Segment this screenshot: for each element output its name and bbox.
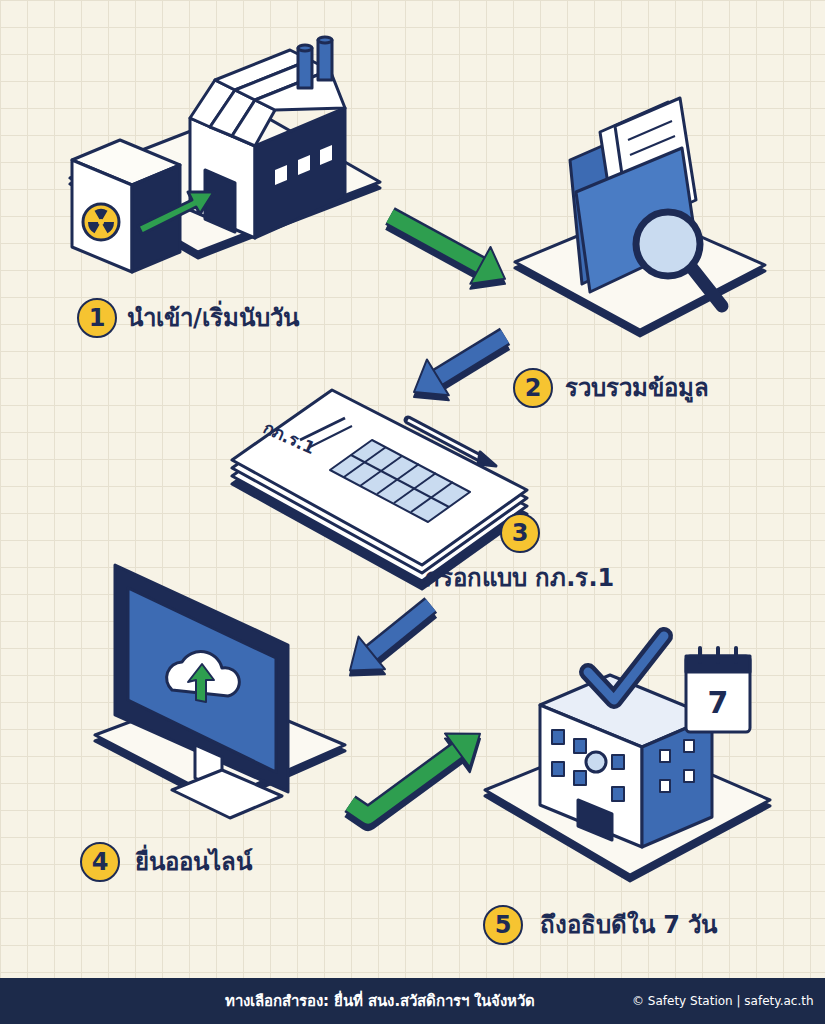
arrow-body bbox=[350, 748, 461, 816]
arrow-body bbox=[434, 336, 505, 379]
callout-number: 5 bbox=[483, 905, 523, 945]
flow-arrow bbox=[350, 733, 480, 821]
arrow-body bbox=[390, 216, 484, 267]
step-group: 1 นำเข้า/เริ่มนับวัน bbox=[60, 30, 390, 340]
arrow-outline bbox=[350, 748, 461, 816]
calendar-day: 7 bbox=[708, 685, 729, 720]
arrow-outline bbox=[369, 605, 431, 655]
step-label: นำเข้า/เริ่มนับวัน bbox=[127, 303, 299, 333]
footer-text: ทางเลือกสำรอง: ยื่นที่ สนง.สวัสดิการฯ ใน… bbox=[225, 989, 535, 1013]
arrow-head bbox=[414, 359, 449, 395]
arrow-head bbox=[350, 637, 385, 671]
footer-text: © Safety Station | safety.ac.th bbox=[632, 994, 814, 1008]
step-label: ถึงอธิบดีใน 7 วัน bbox=[540, 910, 717, 940]
step-group: 4 ยื่นออนไลน์ bbox=[75, 560, 350, 885]
step-group: 2 รวบรวมข้อมูล bbox=[505, 90, 770, 410]
arrow-outline bbox=[434, 336, 505, 379]
callout-number: 4 bbox=[80, 842, 120, 882]
flow-arrow bbox=[350, 605, 431, 676]
form-title: กภ.ร.1 bbox=[259, 414, 320, 461]
flow-arrow bbox=[390, 216, 505, 289]
arrow-body bbox=[369, 605, 431, 655]
arrow-outline bbox=[390, 216, 484, 267]
callout-number: 1 bbox=[77, 298, 117, 338]
arrow-head bbox=[470, 247, 505, 284]
arrow-head bbox=[445, 733, 480, 767]
flow-arrow bbox=[414, 336, 505, 400]
step-label: ยื่นออนไลน์ bbox=[135, 847, 252, 877]
footer-band: ทางเลือกสำรอง: ยื่นที่ สนง.สวัสดิการฯ ใน… bbox=[0, 978, 825, 1024]
step-label: รวบรวมข้อมูล bbox=[565, 373, 709, 403]
callout-number: 2 bbox=[513, 368, 553, 408]
step-group: 5 ถึงอธิบดีใน 7 วัน bbox=[480, 615, 775, 945]
step-label: กรอกแบบ กภ.ร.1 bbox=[425, 563, 614, 593]
callout-number: 3 bbox=[500, 513, 540, 553]
